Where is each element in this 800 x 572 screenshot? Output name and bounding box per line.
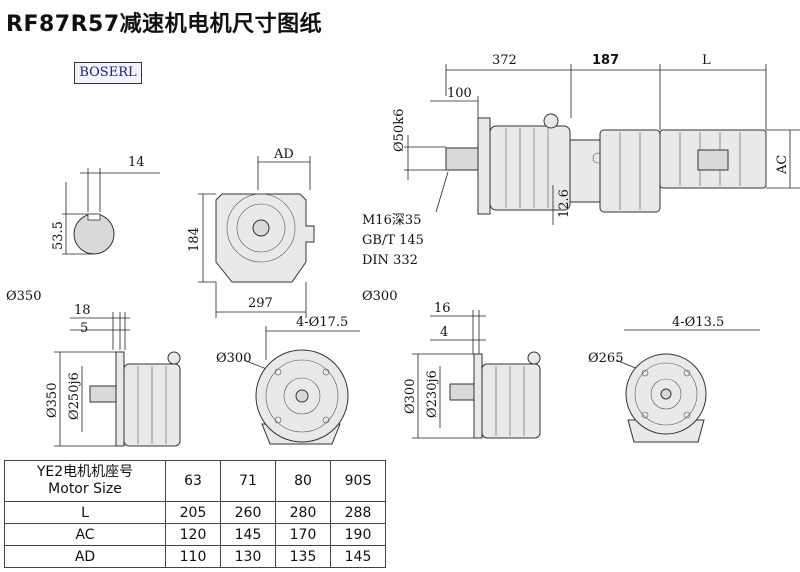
dim-16: 16 [434,301,451,316]
note-gbt: GB/T 145 [362,233,424,248]
dim-L: L [702,53,711,68]
dim-350-label: Ø350 [6,289,41,304]
table-cell: 130 [220,545,276,568]
table-cell: 280 [275,501,331,524]
flange-300-front-view: Ø265 4-Ø13.5 [588,315,760,443]
dim-4-13-5: 4-Ø13.5 [672,315,724,330]
header-line-1: YE2电机机座号 [36,464,134,480]
table-cell: 120 [165,523,221,546]
dim-297: 297 [248,296,273,311]
table-cell: 145 [220,523,276,546]
dim-4: 4 [440,325,448,340]
shaft-section: 14 53.5 [51,155,160,255]
dim-350-vertical: Ø350 [45,383,60,418]
main-side-view: 372 187 L 100 Ø50k6 12.6 [362,53,800,268]
dim-300-pcd: Ø300 [216,351,251,366]
dim-50k6: Ø50k6 [392,109,407,152]
table-cell: 110 [165,545,221,568]
row-label: AD [4,545,166,568]
dim-18: 18 [74,303,91,318]
table-cell: 145 [330,545,386,568]
table-cell: 205 [165,501,221,524]
header-line-2: Motor Size [48,481,122,497]
flange-300-side-view: 16 4 Ø300 Ø230j6 [403,301,541,439]
table-cell: 288 [330,501,386,524]
column-header: 80 [275,460,331,502]
table-cell: 135 [275,545,331,568]
dim-100: 100 [447,86,472,101]
dim-184: 184 [187,227,202,252]
dim-187: 187 [592,53,619,68]
flange-350-side-view: 18 5 Ø350 Ø250j6 [45,303,181,447]
dim-14: 14 [128,155,145,170]
motor-size-table: YE2电机机座号 Motor Size 63 71 80 90S L 205 2… [4,460,386,568]
table-cell: 190 [330,523,386,546]
table-cell: 170 [275,523,331,546]
table-row: AC 120 145 170 190 [4,523,386,546]
dim-AD: AD [273,147,294,162]
dim-4-17-5: 4-Ø17.5 [296,315,348,330]
table-header-row: YE2电机机座号 Motor Size 63 71 80 90S [4,460,386,502]
dim-265-pcd: Ø265 [588,351,623,366]
row-label: L [4,501,166,524]
brand-logo: BOSERL [74,62,142,84]
dim-5: 5 [80,321,88,336]
flange-350-front-view: Ø300 4-Ø17.5 [216,315,360,445]
column-header: 90S [330,460,386,502]
note-m16: M16深35 [362,213,421,228]
dim-53-5: 53.5 [51,221,66,250]
dim-AC: AC [775,155,790,175]
page-title: RF87R57减速机电机尺寸图纸 [6,12,323,37]
column-header: 63 [165,460,221,502]
dim-12-6: 12.6 [557,189,572,218]
dim-372: 372 [492,53,517,68]
note-din: DIN 332 [362,253,418,268]
dim-230j6: Ø230j6 [425,370,440,418]
table-header-label: YE2电机机座号 Motor Size [4,460,166,502]
row-label: AC [4,523,166,546]
front-view: AD 184 297 [187,147,315,318]
table-cell: 260 [220,501,276,524]
dim-250j6: Ø250j6 [67,372,82,420]
table-row: L 205 260 280 288 [4,501,386,524]
dim-300-vertical: Ø300 [403,379,418,414]
table-row: AD 110 130 135 145 [4,545,386,568]
column-header: 71 [220,460,276,502]
dim-300-label: Ø300 [362,289,397,304]
